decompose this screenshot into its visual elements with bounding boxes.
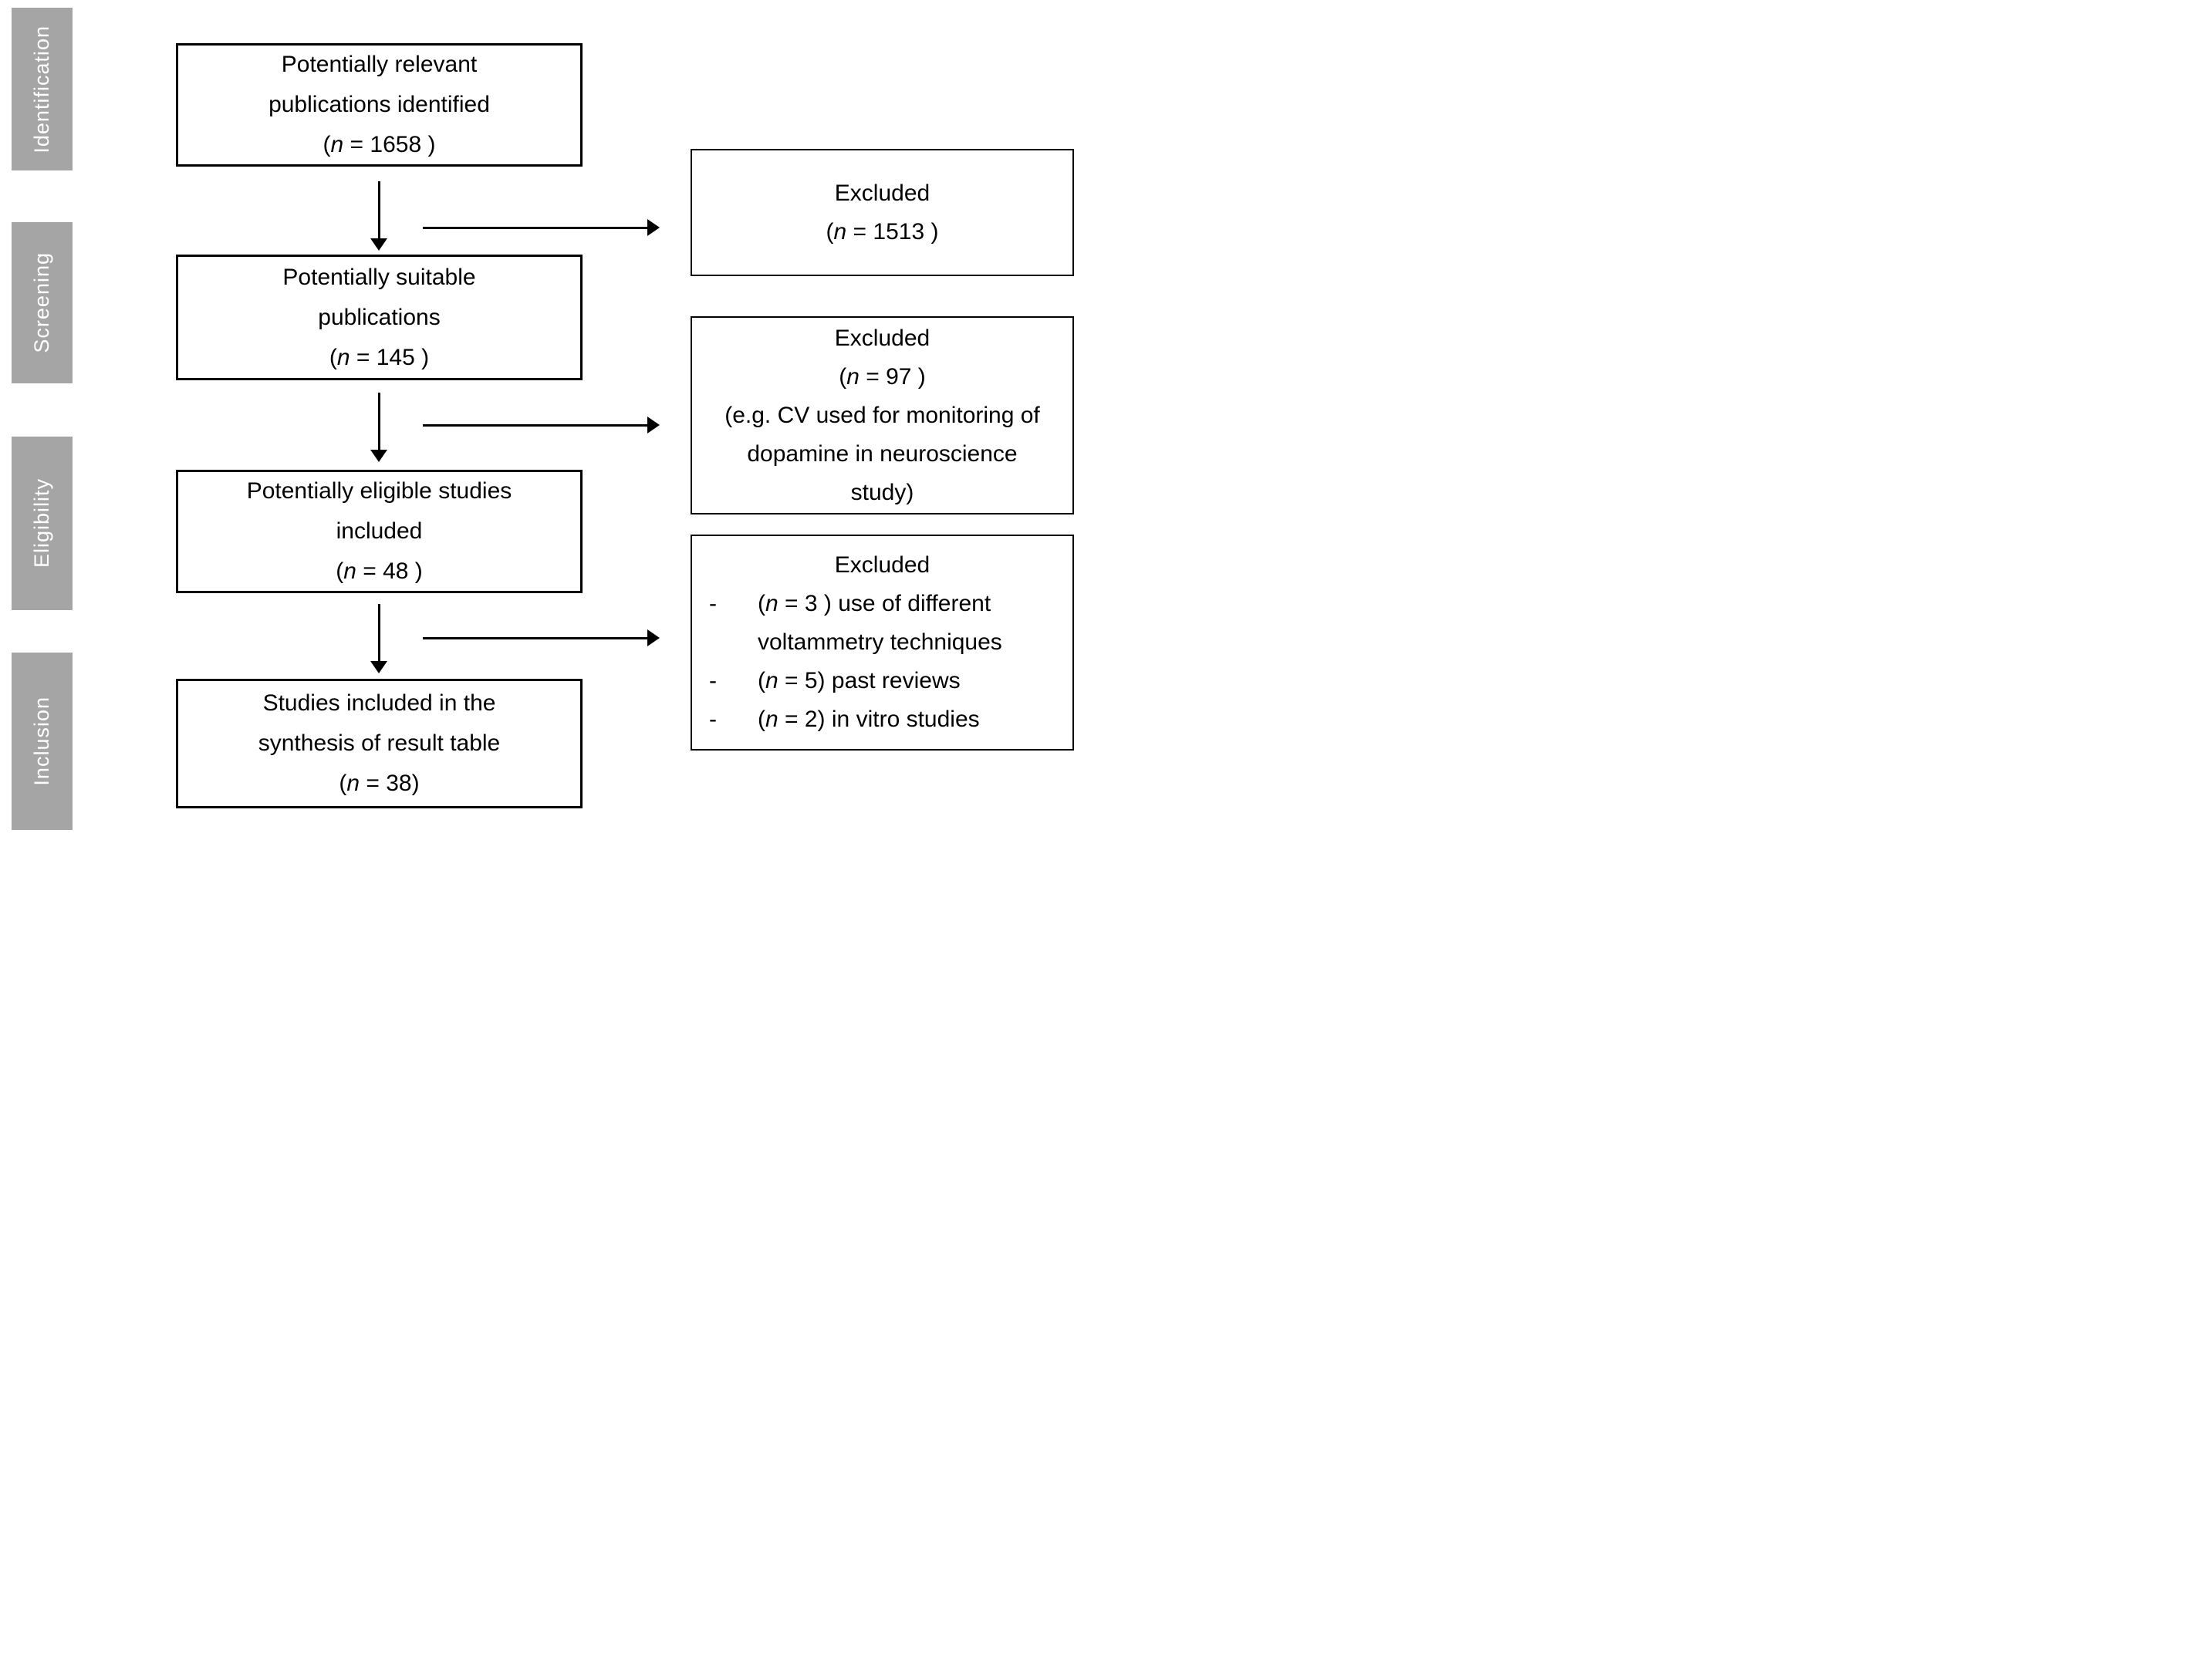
bullet-dash: - <box>709 668 717 693</box>
bullet-line2: voltammetry techniques <box>758 629 1002 655</box>
box-excluded-screening: Excluded (n = 97 ) (e.g. CV used for mon… <box>691 316 1074 514</box>
count-value: = 5) <box>778 668 832 693</box>
box-publications-identified: Potentially relevant publications identi… <box>176 43 583 167</box>
paren-open: ( <box>758 591 765 616</box>
n-symbol: n <box>833 218 847 245</box>
box-eligible-studies: Potentially eligible studies included (n… <box>176 470 583 593</box>
n-symbol: n <box>336 344 350 370</box>
box-suitable-publications-line2: publications <box>318 304 441 330</box>
excluded-count: (n = 97 ) <box>839 358 926 396</box>
box-publications-identified-line2: publications identified <box>268 92 490 117</box>
box-suitable-publications-line1: Potentially suitable <box>282 264 476 290</box>
box-suitable-publications: Potentially suitable publications (n = 1… <box>176 255 583 380</box>
arrow-right-2-head <box>647 417 660 433</box>
bullet-text: past reviews <box>831 668 961 693</box>
bullet-dash: - <box>709 591 717 616</box>
arrow-down-3-head <box>370 661 387 673</box>
count-value: = 97 ) <box>859 363 926 390</box>
n-symbol: n <box>343 558 356 584</box>
arrow-down-2-head <box>370 450 387 462</box>
paren-open: ( <box>323 132 331 157</box>
n-symbol: n <box>765 668 778 693</box>
paren-open: ( <box>839 363 847 390</box>
paren-open: ( <box>826 218 834 245</box>
box-suitable-publications-count: (n = 145 ) <box>329 338 429 378</box>
box-studies-synthesis: Studies included in the synthesis of res… <box>176 679 583 808</box>
box-eligible-studies-line1: Potentially eligible studies <box>246 478 512 504</box>
count-value: = 3 ) <box>778 591 839 616</box>
arrow-right-1 <box>423 227 647 229</box>
box-studies-synthesis-line1: Studies included in the <box>262 690 496 716</box>
count-value: = 38) <box>360 771 420 796</box>
count-value: = 145 ) <box>350 344 430 370</box>
excluded-bullet-in-vitro: - (n = 2) in vitro studies <box>692 700 1072 739</box>
arrow-right-3-head <box>647 629 660 646</box>
bullet-content: (n = 5) past reviews <box>758 662 1065 700</box>
arrow-down-2 <box>378 393 380 450</box>
excluded-bullet-voltammetry: - (n = 3 ) use of different voltammetry … <box>692 585 1072 662</box>
box-publications-identified-count: (n = 1658 ) <box>323 125 436 165</box>
arrow-down-3 <box>378 604 380 661</box>
box-eligible-studies-line2: included <box>336 518 423 544</box>
box-excluded-eligibility: Excluded - (n = 3 ) use of different vol… <box>691 535 1074 751</box>
bullet-text: use of different <box>838 591 991 616</box>
paren-open: ( <box>339 771 347 796</box>
box-publications-identified-line1: Potentially relevant <box>281 52 478 77</box>
bullet-text: in vitro studies <box>831 707 980 732</box>
prisma-flow-diagram: Identification Screening Eligibility Inc… <box>0 0 1101 840</box>
paren-open: ( <box>758 707 765 732</box>
arrow-right-3 <box>423 637 647 639</box>
excluded-title: Excluded <box>834 180 930 206</box>
bullet-line1: (n = 2) in vitro studies <box>758 700 1065 739</box>
count-value: = 2) <box>778 707 832 732</box>
stage-screening-label: Screening <box>30 252 53 353</box>
count-value: = 1513 ) <box>846 218 939 245</box>
arrow-down-1 <box>378 181 380 238</box>
stage-inclusion-label: Inclusion <box>30 697 53 786</box>
bullet-content: (n = 3 ) use of different voltammetry te… <box>758 585 1065 662</box>
stage-identification: Identification <box>12 8 73 170</box>
stage-identification-label: Identification <box>30 25 53 153</box>
bullet-content: (n = 2) in vitro studies <box>758 700 1065 739</box>
box-studies-synthesis-count: (n = 38) <box>339 764 419 804</box>
n-symbol: n <box>330 132 344 157</box>
bullet-line1: (n = 5) past reviews <box>758 662 1065 700</box>
box-eligible-studies-count: (n = 48 ) <box>336 552 423 592</box>
count-value: = 48 ) <box>356 558 423 584</box>
excluded-note-line2: dopamine in neuroscience <box>747 440 1018 467</box>
n-symbol: n <box>846 363 860 390</box>
box-studies-synthesis-line2: synthesis of result table <box>258 730 501 756</box>
arrow-right-1-head <box>647 219 660 236</box>
bullet-dash: - <box>709 707 717 732</box>
paren-open: ( <box>329 344 337 370</box>
box-excluded-identification: Excluded (n = 1513 ) <box>691 149 1074 276</box>
paren-open: ( <box>336 558 344 584</box>
excluded-title: Excluded <box>834 552 930 578</box>
bullet-line1: (n = 3 ) use of different <box>758 585 1065 623</box>
n-symbol: n <box>346 771 360 796</box>
paren-open: ( <box>758 668 765 693</box>
excluded-note-line1: (e.g. CV used for monitoring of <box>724 402 1040 428</box>
arrow-down-1-head <box>370 238 387 251</box>
excluded-count: (n = 1513 ) <box>826 213 939 251</box>
stage-screening: Screening <box>12 222 73 383</box>
arrow-right-2 <box>423 424 647 427</box>
stage-eligibility-label: Eligibility <box>30 478 53 568</box>
n-symbol: n <box>765 707 778 732</box>
excluded-bullet-past-reviews: - (n = 5) past reviews <box>692 662 1072 700</box>
excluded-note-line3: study) <box>850 479 914 505</box>
n-symbol: n <box>765 591 778 616</box>
excluded-title: Excluded <box>834 325 930 351</box>
stage-eligibility: Eligibility <box>12 437 73 610</box>
stage-inclusion: Inclusion <box>12 653 73 830</box>
count-value: = 1658 ) <box>343 132 436 157</box>
